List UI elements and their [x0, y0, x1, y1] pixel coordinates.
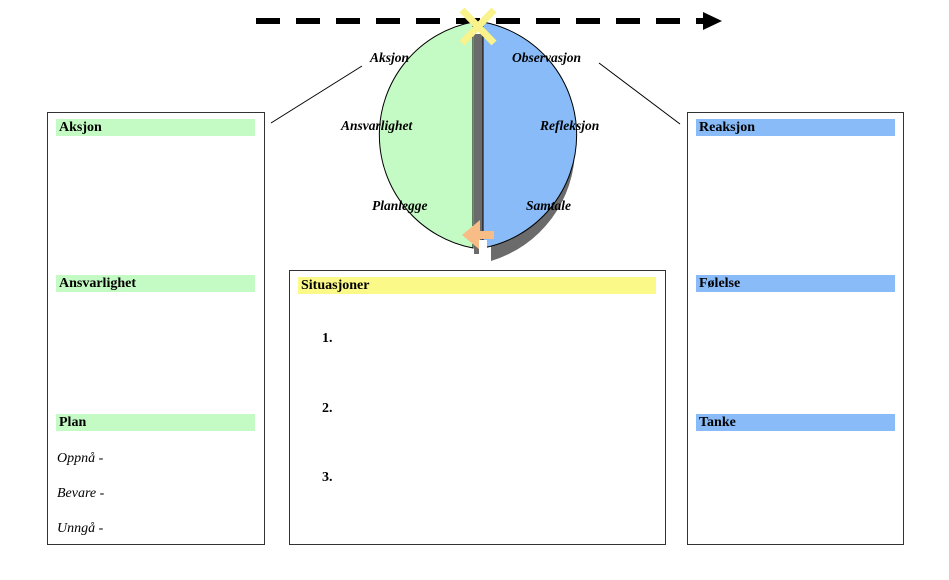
cycle-label-planlegge: Planlegge	[372, 198, 428, 213]
section-header-situasjoner: Situasjoner	[298, 277, 656, 294]
cross-marker-icon	[459, 7, 497, 46]
section-header-reaksjon: Reaksjon	[696, 119, 895, 136]
connector-line-left	[270, 65, 363, 124]
right-panel: Reaksjon Følelse Tanke	[687, 112, 904, 545]
connector-line-right	[598, 62, 681, 125]
circle-right-half	[482, 21, 578, 249]
plan-item-unnga: Unngå -	[57, 521, 104, 536]
cycle-label-refleksjon: Refleksjon	[540, 118, 600, 133]
circle-left-half	[378, 21, 474, 249]
plan-item-bevare: Bevare -	[57, 486, 105, 501]
cycle-label-samtale: Samtale	[526, 198, 572, 213]
section-header-plan: Plan	[56, 414, 255, 431]
section-header-folelse: Følelse	[696, 275, 895, 292]
situation-item-3: 3.	[322, 470, 333, 485]
situation-item-1: 1.	[322, 331, 333, 346]
left-panel: Aksjon Ansvarlighet Plan Oppnå - Bevare …	[47, 112, 265, 545]
cycle-label-ansvarlighet: Ansvarlighet	[341, 118, 413, 133]
section-header-ansvarlighet: Ansvarlighet	[56, 275, 255, 292]
section-header-tanke: Tanke	[696, 414, 895, 431]
return-arrow-icon	[462, 220, 494, 254]
plan-item-oppna: Oppnå -	[57, 451, 104, 466]
section-header-aksjon: Aksjon	[56, 119, 255, 136]
divider-shadow	[474, 34, 483, 254]
cycle-label-observasjon: Observasjon	[512, 50, 582, 65]
cycle-label-aksjon: Aksjon	[370, 50, 410, 65]
timeline-arrowhead-icon	[703, 12, 722, 30]
situation-item-2: 2.	[322, 401, 333, 416]
center-panel: Situasjoner 1. 2. 3.	[289, 270, 666, 545]
